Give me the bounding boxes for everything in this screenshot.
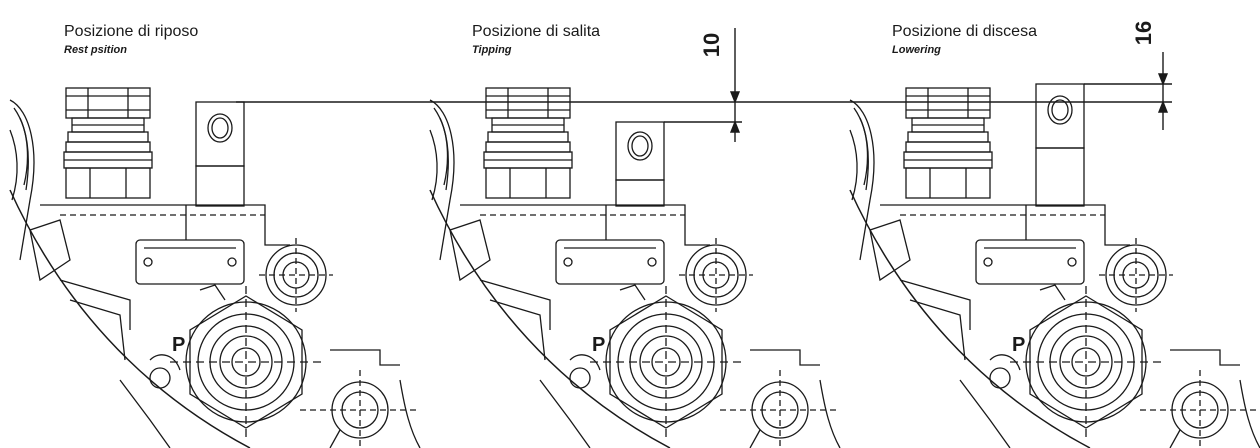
port-label-p: P — [592, 334, 606, 356]
panel-rest-position — [9, 87, 421, 448]
dimension-lowering — [1084, 52, 1172, 130]
panel-tipping — [429, 87, 841, 448]
caption-tipping: Posizione di salita Tipping — [472, 22, 600, 57]
dimension-label-tipping: 10 — [699, 32, 725, 58]
port-label-p: P — [1012, 334, 1026, 356]
dimension-label-lowering: 16 — [1131, 20, 1157, 46]
port-label-p: P — [172, 334, 186, 356]
caption-title-en: Rest psition — [64, 44, 127, 56]
caption-title-it: Posizione di riposo — [64, 23, 199, 40]
dimension-tipping — [664, 28, 742, 142]
caption-title-en: Lowering — [892, 44, 941, 56]
caption-title-it: Posizione di salita — [472, 23, 601, 40]
panel-lowering — [849, 83, 1260, 448]
caption-title-it: Posizione di discesa — [892, 23, 1037, 40]
caption-title-en: Tipping — [472, 44, 512, 56]
caption-lowering: Posizione di discesa Lowering — [892, 22, 1037, 57]
caption-rest-position: Posizione di riposo Rest psition — [64, 22, 198, 57]
